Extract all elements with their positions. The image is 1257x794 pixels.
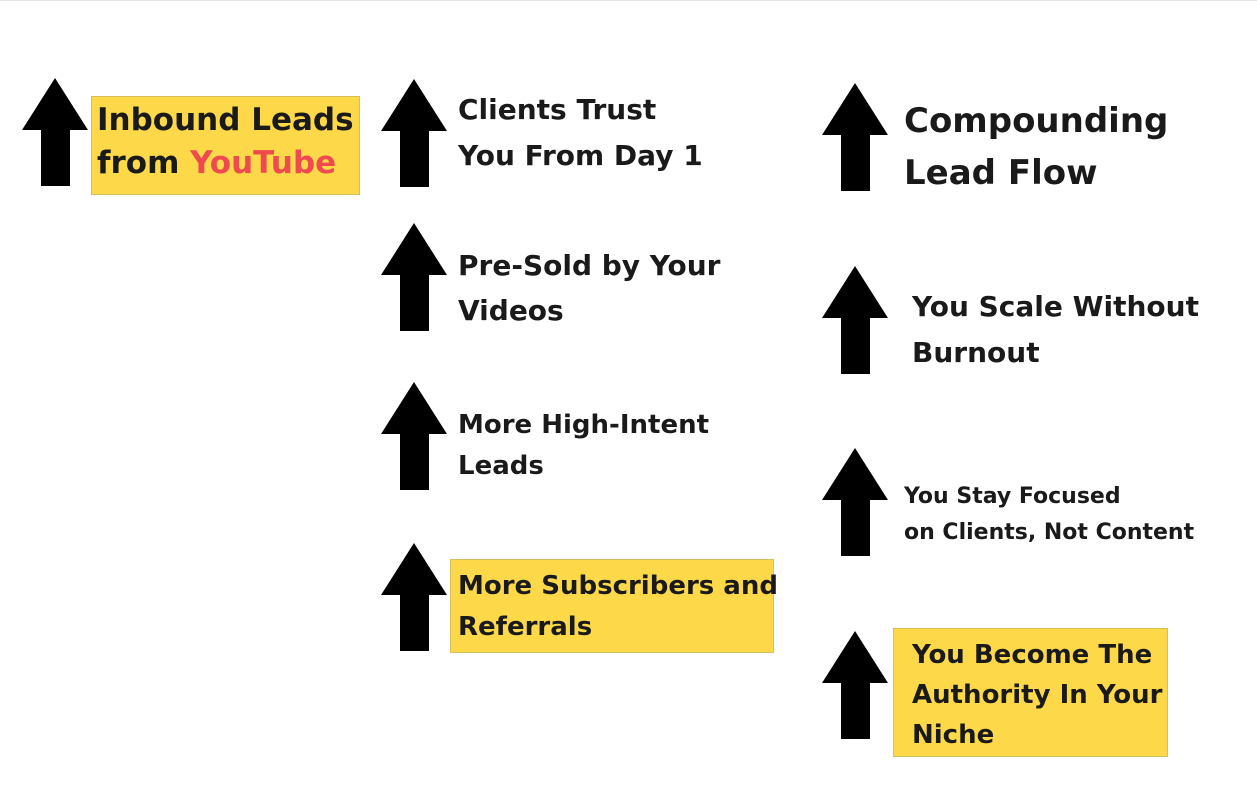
line: You Scale Without xyxy=(912,290,1199,323)
line: Niche xyxy=(912,720,995,750)
up-arrow-icon xyxy=(822,631,888,739)
line: More High-Intent xyxy=(458,410,710,440)
line: Lead Flow xyxy=(904,153,1098,193)
up-arrow-icon xyxy=(822,266,888,374)
text: from xyxy=(97,145,191,182)
up-arrow-icon xyxy=(22,78,88,186)
line: Videos xyxy=(458,294,564,327)
up-arrow-icon xyxy=(381,223,447,331)
line: on Clients, Not Content xyxy=(904,520,1195,545)
line: Referrals xyxy=(458,612,593,642)
up-arrow-icon xyxy=(381,382,447,490)
box-line: from YouTube xyxy=(97,142,354,185)
benefit-text: You Stay Focused on Clients, Not Content xyxy=(904,479,1194,551)
up-arrow-icon xyxy=(381,543,447,651)
line: Burnout xyxy=(912,336,1040,369)
line: Leads xyxy=(458,451,544,481)
line: Clients Trust xyxy=(458,93,657,126)
up-arrow-icon xyxy=(822,448,888,556)
line: Authority In Your xyxy=(912,680,1163,710)
line: Pre-Sold by Your xyxy=(458,249,721,282)
line: You From Day 1 xyxy=(458,139,703,172)
up-arrow-icon xyxy=(381,79,447,187)
line: Compounding xyxy=(904,101,1169,141)
youtube-text: YouTube xyxy=(190,145,337,182)
line: You Become The xyxy=(912,640,1153,670)
box-line: Inbound Leads xyxy=(97,102,354,138)
inbound-leads-box: Inbound Leads from YouTube xyxy=(91,96,360,195)
line: You Stay Focused xyxy=(904,484,1121,509)
up-arrow-icon xyxy=(822,83,888,191)
line: More Subscribers and xyxy=(458,571,778,601)
